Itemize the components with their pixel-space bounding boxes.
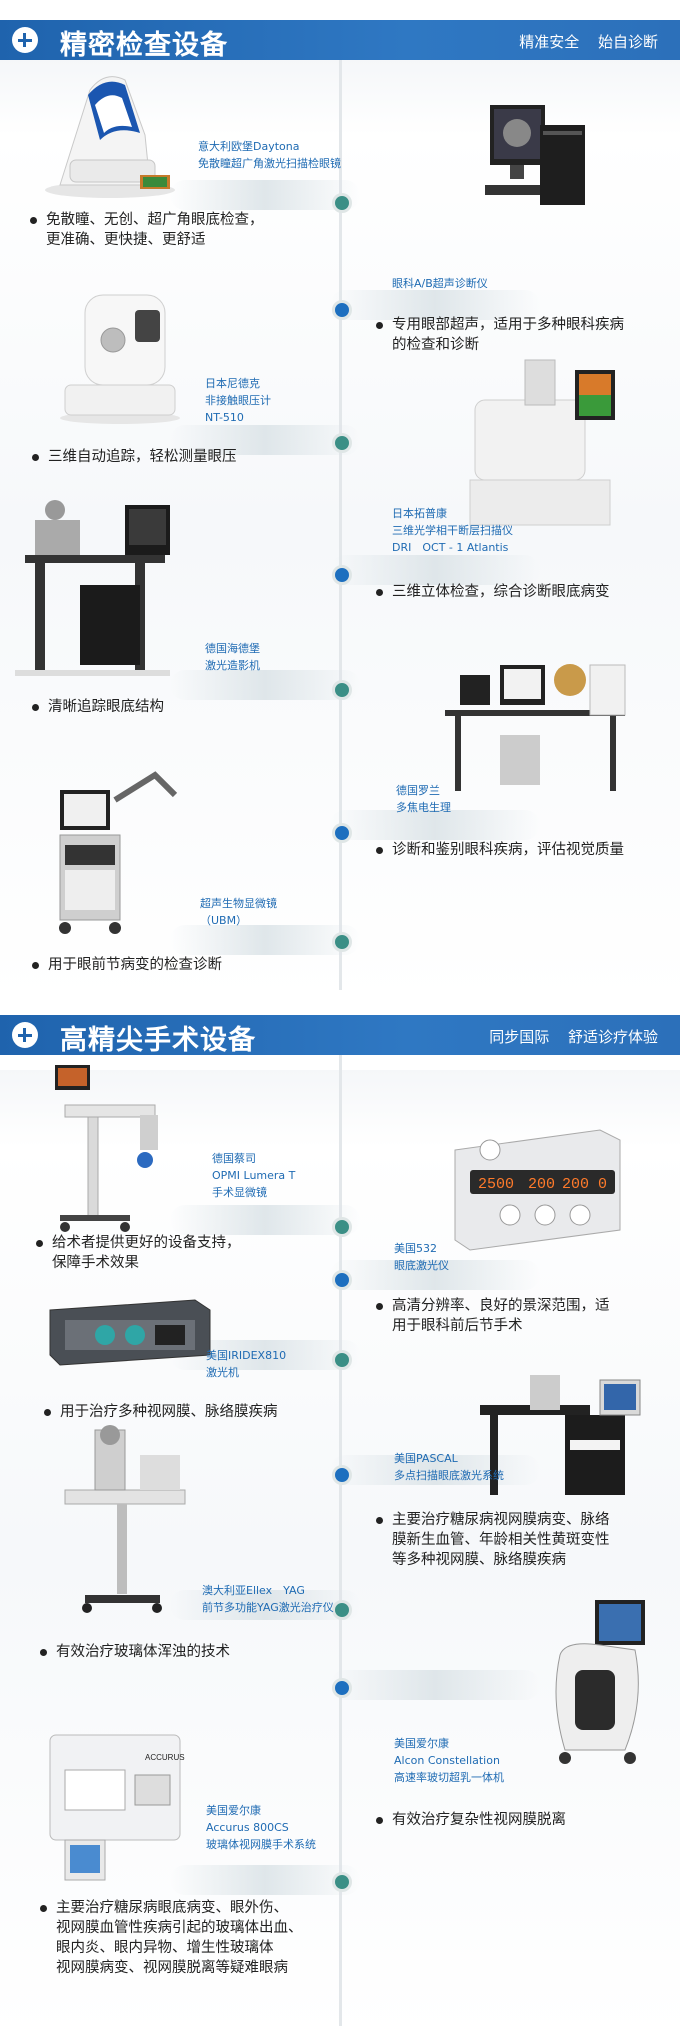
caption-ellex: 澳大利亚Ellex YAG 前节多功能YAG激光治疗仪 [202, 1584, 334, 1614]
desc-roland: 诊断和鉴别眼科疾病，评估视觉质量 [376, 840, 624, 860]
timeline-node [332, 1872, 352, 1892]
caption-heidelberg: 德国海德堡 激光造影机 [205, 642, 260, 672]
decor-swoosh [330, 1260, 540, 1290]
desc-oct: 三维立体检查，综合诊断眼底病变 [376, 582, 610, 602]
decor-swoosh [330, 1670, 540, 1700]
timeline-node [332, 680, 352, 700]
decor-swoosh [170, 1590, 360, 1620]
caption-constellation: 美国爱尔康 Alcon Constellation 高速率玻切超乳一体机 [394, 1737, 504, 1784]
caption-pascal: 美国PASCAL 多点扫描眼底激光系统 [394, 1452, 504, 1482]
desc-accurus: 主要治疗糖尿病眼底病变、眼外伤、 视网膜血管性疾病引起的玻璃体出血、 眼内炎、眼… [40, 1898, 303, 1978]
decor-swoosh [170, 1205, 360, 1235]
desc-ellex: 有效治疗玻璃体浑浊的技术 [40, 1642, 230, 1662]
caption-laser532: 美国532 眼底激光仪 [394, 1242, 449, 1272]
decor-swoosh [170, 180, 360, 210]
timeline-node [332, 300, 352, 320]
iridex810-laser-image [49, 1299, 211, 1366]
desc-pascal: 主要治疗糖尿病视网膜病变、脉络 膜新生血管、年龄相关性黄斑变性 等多种视网膜、脉… [376, 1510, 610, 1570]
laser532-device-image: 2500 200 200 0 [454, 1129, 621, 1251]
timeline-node [332, 433, 352, 453]
desc-nt510: 三维自动追踪，轻松测量眼压 [32, 447, 237, 467]
laser532-display-digit: 200 [528, 1176, 555, 1193]
laser532-display-digit: 2500 [478, 1176, 514, 1193]
plus-icon [12, 27, 38, 53]
constellation-vitrectomy-image [555, 1600, 645, 1764]
decor-swoosh [330, 555, 540, 585]
caption-nt510: 日本尼德克 非接触眼压计 NT-510 [205, 377, 271, 424]
daytona-scanner-image [45, 76, 175, 198]
caption-daytona: 意大利欧堡Daytona 免散瞳超广角激光扫描检眼镜 [198, 140, 341, 170]
timeline-node [332, 823, 352, 843]
timeline-node [332, 1678, 352, 1698]
surgical-microscope-image [55, 1065, 158, 1232]
caption-ubm: 超声生物显微镜 （UBM） [200, 897, 277, 927]
desc-laser532: 高清分辨率、良好的景深范围，适 用于眼科前后节手术 [376, 1296, 610, 1336]
caption-ab-ultrasound: 眼科A/B超声诊断仪 [392, 277, 488, 290]
accurus-brand-label: ACCURUS [145, 1753, 185, 1762]
caption-iridex: 美国IRIDEX810 激光机 [206, 1349, 287, 1379]
yag-laser-image [64, 1425, 186, 1613]
tonometer-image [60, 294, 180, 424]
timeline-line [339, 1055, 342, 2026]
decor-swoosh [170, 925, 360, 955]
section-title: 高精尖手术设备 [60, 1025, 256, 1056]
decor-swoosh [170, 1865, 360, 1895]
section-slogan: 精准安全 始自诊断 [519, 33, 658, 51]
caption-oct: 日本拓普康 三维光学相干断层扫描仪 DRI OCT - 1 Atlantis [392, 507, 513, 554]
decor-swoosh [330, 290, 540, 320]
electrophysiology-system-image [445, 664, 626, 791]
desc-daytona: 免散瞳、无创、超广角眼底检查， 更准确、更快捷、更舒适 [30, 210, 264, 250]
oct-scanner-image [469, 359, 615, 526]
section-header: 精密检查设备 精准安全 始自诊断 [0, 20, 680, 61]
plus-icon [12, 1022, 38, 1048]
desc-ab-ultrasound: 专用眼部超声，适用于多种眼科疾病 的检查和诊断 [376, 315, 624, 355]
section-title: 精密检查设备 [60, 30, 228, 61]
timeline-node [332, 1350, 352, 1370]
desc-ubm: 用于眼前节病变的检查诊断 [32, 955, 222, 975]
section-slogan: 同步国际 舒适诊疗体验 [489, 1028, 658, 1046]
laser532-display-digit: 0 [598, 1176, 607, 1193]
decor-swoosh [330, 1455, 540, 1485]
timeline-node [332, 1465, 352, 1485]
timeline-line [339, 60, 342, 990]
timeline-node [332, 1600, 352, 1620]
laser532-display-digit: 200 [562, 1176, 589, 1193]
workstation-computer-image [485, 105, 585, 205]
decor-swoosh [330, 810, 540, 840]
section-surgical-equipment: 高精尖手术设备 同步国际 舒适诊疗体验 德国蔡司 OPMI Lumera T 手… [0, 1010, 680, 2036]
ubm-ultrasound-image [59, 771, 178, 934]
desc-heidelberg: 清晰追踪眼底结构 [32, 697, 164, 717]
heidelberg-angiography-image [15, 500, 170, 676]
timeline-node [332, 193, 352, 213]
desc-iridex: 用于治疗多种视网膜、脉络膜疾病 [44, 1402, 278, 1422]
timeline-node [332, 565, 352, 585]
caption-roland: 德国罗兰 多焦电生理 [396, 784, 451, 814]
decor-swoosh [170, 425, 360, 455]
timeline-node [332, 1270, 352, 1290]
caption-zeiss: 德国蔡司 OPMI Lumera T 手术显微镜 [212, 1152, 296, 1199]
pascal-laser-system-image [480, 1375, 641, 1495]
accurus-system-image: ACCURUS [49, 1734, 185, 1881]
section-header: 高精尖手术设备 同步国际 舒适诊疗体验 [0, 1015, 680, 1056]
decor-swoosh [170, 670, 360, 700]
desc-zeiss: 给术者提供更好的设备支持， 保障手术效果 [36, 1233, 241, 1273]
caption-accurus: 美国爱尔康 Accurus 800CS 玻璃体视网膜手术系统 [206, 1804, 316, 1851]
section-inspection-equipment: 精密检查设备 精准安全 始自诊断 意大利欧堡Daytona 免散瞳超广角激光扫描… [0, 0, 680, 1000]
timeline-node [332, 932, 352, 952]
timeline-node [332, 1217, 352, 1237]
desc-constellation: 有效治疗复杂性视网膜脱离 [376, 1810, 566, 1830]
